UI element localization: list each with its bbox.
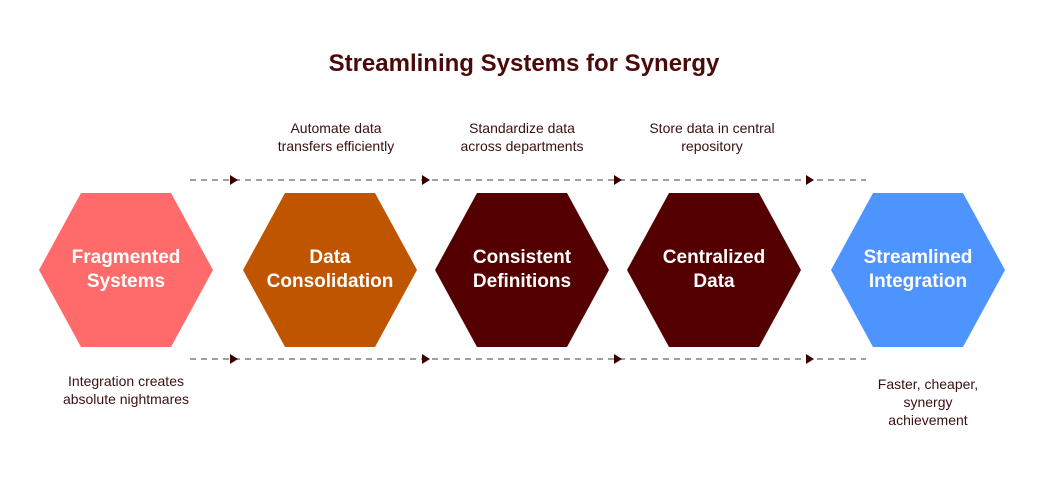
note-line: Integration creates: [68, 373, 184, 389]
note-faster-cheaper: Faster, cheaper, synergy achievement: [833, 375, 1023, 429]
step-label-consistent-definitions: Consistent Definitions: [442, 246, 602, 294]
step-label-line: Data: [309, 247, 351, 268]
step-label-line: Fragmented: [71, 247, 181, 268]
note-line: across departments: [460, 138, 584, 154]
hexagon-streamlined-integration: [831, 193, 1005, 347]
note-line: Faster, cheaper,: [877, 376, 979, 392]
arrowhead-icon: [230, 175, 238, 185]
step-label-data-consolidation: Data Consolidation: [250, 246, 410, 294]
note-store-data: Store data in central repository: [617, 119, 807, 155]
top-connector: [190, 175, 866, 185]
diagram-title: Streamlining Systems for Synergy: [328, 50, 720, 77]
step-label-line: Systems: [86, 271, 166, 292]
arrowhead-icon: [806, 175, 814, 185]
hexagon-fragmented-systems: [39, 193, 213, 347]
note-line: synergy: [903, 394, 953, 410]
arrowhead-icon: [614, 354, 622, 364]
step-label-line: Centralized: [662, 247, 766, 268]
note-automate-data: Automate data transfers efficiently: [241, 119, 431, 155]
arrowhead-icon: [422, 175, 430, 185]
step-label-line: Consistent: [472, 247, 572, 268]
bottom-connector: [190, 354, 866, 364]
note-line: transfers efficiently: [277, 138, 395, 154]
step-label-line: Consolidation: [266, 271, 394, 292]
hexagon-data-consolidation: [243, 193, 417, 347]
arrowhead-icon: [614, 175, 622, 185]
step-label-line: Data: [693, 271, 735, 292]
arrowhead-icon: [230, 354, 238, 364]
hexagon-consistent-definitions: [435, 193, 609, 347]
note-line: absolute nightmares: [62, 391, 190, 407]
step-label-centralized-data: Centralized Data: [634, 246, 794, 294]
note-line: achievement: [888, 412, 968, 428]
arrowhead-icon: [806, 354, 814, 364]
step-label-fragmented-systems: Fragmented Systems: [46, 246, 206, 294]
hexagon-centralized-data: [627, 193, 801, 347]
step-label-line: Definitions: [472, 271, 572, 292]
arrowhead-icon: [422, 354, 430, 364]
note-line: Standardize data: [469, 120, 575, 136]
note-integration-nightmares: Integration creates absolute nightmares: [31, 372, 221, 408]
note-line: repository: [681, 138, 743, 154]
step-label-line: Streamlined: [863, 247, 973, 268]
step-label-streamlined-integration: Streamlined Integration: [838, 246, 998, 294]
note-line: Automate data: [290, 120, 382, 136]
step-label-line: Integration: [868, 271, 968, 292]
note-line: Store data in central: [649, 120, 775, 136]
note-standardize-data: Standardize data across departments: [427, 119, 617, 155]
